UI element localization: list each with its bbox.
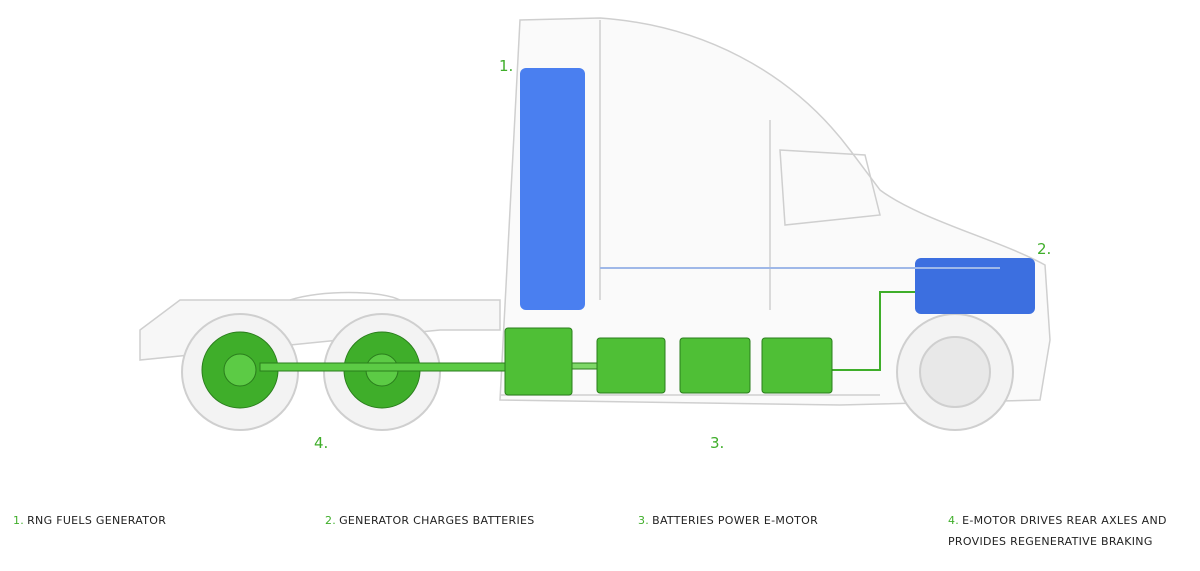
battery-2	[679, 337, 751, 394]
marker-1: 1.	[499, 57, 514, 75]
caption-3: 3.BATTERIES POWER E-MOTOR	[638, 514, 819, 527]
marker-3: 3.	[710, 434, 725, 452]
generator-engine	[915, 258, 1035, 314]
e-motor	[504, 327, 573, 396]
battery-1	[596, 337, 666, 394]
rear-axles	[201, 331, 511, 409]
energy-lines	[600, 267, 1000, 371]
marker-4: 4.	[314, 434, 329, 452]
caption-1: 1.RNG FUELS GENERATOR	[13, 514, 167, 527]
caption-2: 2.GENERATOR CHARGES BATTERIES	[325, 514, 535, 527]
battery-3	[761, 337, 833, 394]
batteries-and-motor	[504, 327, 833, 396]
marker-2: 2.	[1037, 240, 1052, 258]
rng-tank	[520, 68, 585, 310]
